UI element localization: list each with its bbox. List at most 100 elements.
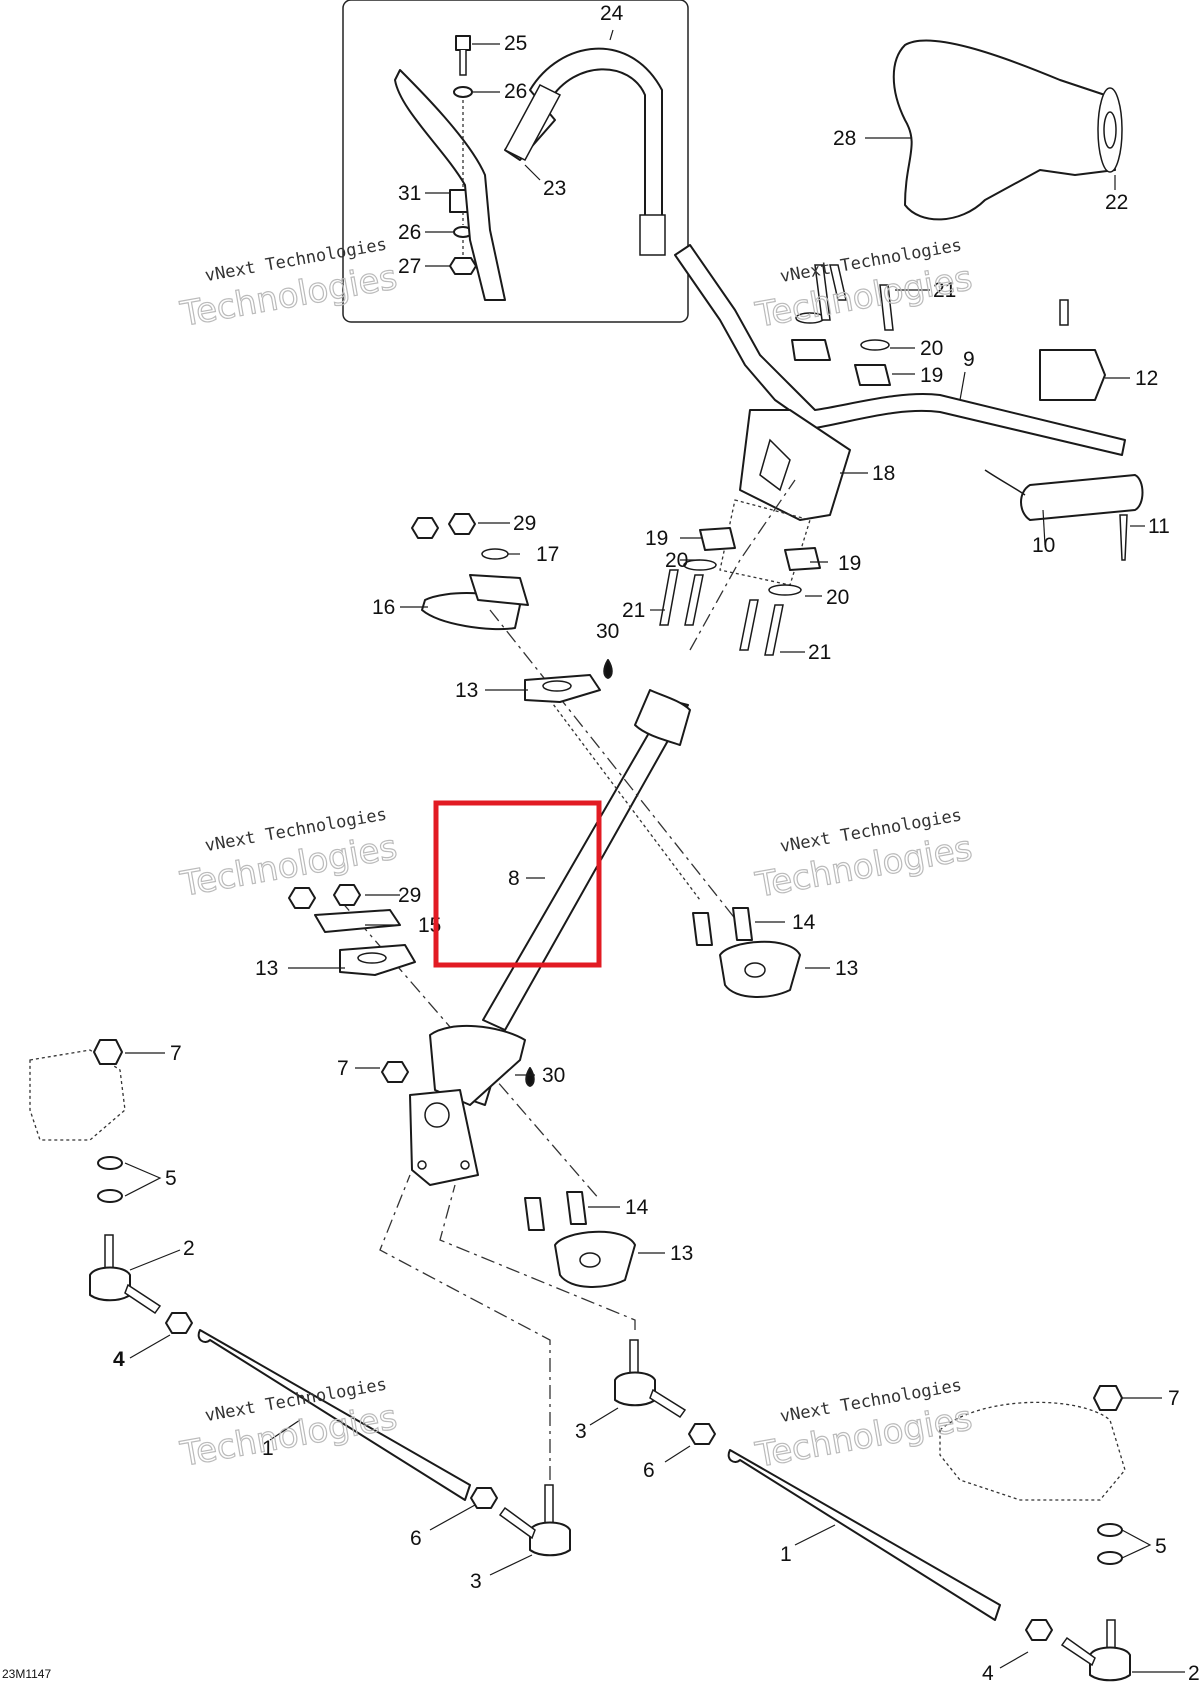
bushing-part[interactable] xyxy=(524,1197,545,1231)
callout-1: 1 xyxy=(780,1543,792,1566)
callout-30: 30 xyxy=(542,1064,565,1087)
callout-14: 14 xyxy=(792,911,816,934)
handlebar-pad-part[interactable] xyxy=(892,39,1123,221)
grease-drop-icon xyxy=(525,1067,535,1087)
riser-bracket-part[interactable] xyxy=(719,409,851,586)
callout-21: 21 xyxy=(622,599,645,622)
grab-handle-part[interactable] xyxy=(503,47,666,256)
mounting-bracket-part[interactable] xyxy=(421,574,529,631)
nut-part[interactable] xyxy=(448,513,476,535)
callout-10: 10 xyxy=(1032,534,1055,557)
washer-part[interactable] xyxy=(97,1156,123,1170)
pin-part[interactable] xyxy=(1119,514,1128,561)
callout-23: 23 xyxy=(543,177,566,200)
steering-clamp-part[interactable] xyxy=(339,944,416,976)
callout-24: 24 xyxy=(600,2,624,25)
nut-part[interactable] xyxy=(688,1423,716,1445)
handlebar-part[interactable] xyxy=(674,244,1126,456)
leader-lines xyxy=(124,29,1185,1673)
washer-part[interactable] xyxy=(97,1189,123,1203)
callout-20: 20 xyxy=(920,337,943,360)
callout-28: 28 xyxy=(833,127,856,150)
callout-5: 5 xyxy=(165,1167,177,1190)
callout-6: 6 xyxy=(410,1527,422,1550)
callout-22: 22 xyxy=(1105,191,1128,214)
ball-joint-part[interactable] xyxy=(1060,1619,1131,1682)
callout-17: 17 xyxy=(536,543,559,566)
bushing-part[interactable] xyxy=(566,1191,587,1225)
callout-27: 27 xyxy=(398,255,421,278)
callout-7: 7 xyxy=(1168,1387,1180,1410)
callout-20: 20 xyxy=(665,549,688,572)
callout-1: 1 xyxy=(262,1437,274,1460)
bushing-part[interactable] xyxy=(732,907,753,941)
washer-part[interactable] xyxy=(453,86,473,98)
nut-part[interactable] xyxy=(288,887,316,909)
flange-plate-part[interactable] xyxy=(409,1089,479,1186)
grease-drop-icon xyxy=(603,659,613,679)
diagram-reference-code: 23M1147 xyxy=(2,1667,51,1681)
callout-labels: 24 25 26 23 31 26 27 28 22 21 20 19 9 12… xyxy=(113,2,1200,1684)
nut-part[interactable] xyxy=(1093,1385,1123,1411)
callout-11: 11 xyxy=(1148,515,1170,538)
nut-part[interactable] xyxy=(381,1061,409,1083)
nut-part[interactable] xyxy=(411,517,439,539)
callout-30: 30 xyxy=(596,620,619,643)
tie-rod-part[interactable] xyxy=(727,1449,1001,1621)
callout-21: 21 xyxy=(808,641,831,664)
nut-part[interactable] xyxy=(1025,1619,1053,1641)
callout-26: 26 xyxy=(398,221,421,244)
bushing-part[interactable] xyxy=(692,912,713,946)
nut-part[interactable] xyxy=(449,257,477,275)
nut-part[interactable] xyxy=(93,1039,123,1065)
bolt-part[interactable] xyxy=(455,35,471,76)
callout-13: 13 xyxy=(670,1242,693,1265)
callout-20: 20 xyxy=(826,586,849,609)
callout-2: 2 xyxy=(183,1237,195,1260)
callout-4: 4 xyxy=(982,1662,994,1684)
callout-3: 3 xyxy=(470,1570,482,1593)
washer-part[interactable] xyxy=(1097,1523,1123,1537)
steering-clamp-part[interactable] xyxy=(524,674,601,703)
callout-21: 21 xyxy=(933,279,956,302)
callout-29: 29 xyxy=(513,512,536,535)
callout-25: 25 xyxy=(504,32,527,55)
nut-part[interactable] xyxy=(470,1487,498,1509)
callout-18: 18 xyxy=(872,462,895,485)
nut-part[interactable] xyxy=(333,884,361,906)
riser-clamp-assembly[interactable] xyxy=(791,264,894,386)
grip-part[interactable] xyxy=(984,469,1144,521)
callout-12: 12 xyxy=(1135,367,1158,390)
callout-14: 14 xyxy=(625,1196,649,1219)
tie-rod-end-part[interactable] xyxy=(498,1484,571,1557)
callout-19: 19 xyxy=(645,527,668,550)
callout-5: 5 xyxy=(1155,1535,1167,1558)
callout-13: 13 xyxy=(455,679,478,702)
steering-clamp-part[interactable] xyxy=(719,940,801,998)
washer-part[interactable] xyxy=(1097,1551,1123,1565)
callout-31: 31 xyxy=(398,182,421,205)
plate-part[interactable] xyxy=(314,909,401,933)
ball-joint-part[interactable] xyxy=(89,1234,162,1315)
handlebar-tube-inset xyxy=(394,69,506,301)
part-8-highlight-box xyxy=(433,800,602,968)
callout-19: 19 xyxy=(920,364,943,387)
column-support-bracket[interactable] xyxy=(429,1025,526,1106)
callout-9: 9 xyxy=(963,348,975,371)
callout-2: 2 xyxy=(1188,1662,1200,1684)
callout-13: 13 xyxy=(835,957,858,980)
tie-rod-part[interactable] xyxy=(197,1329,471,1501)
lock-washer-part[interactable] xyxy=(481,548,509,560)
spindle-bracket-right xyxy=(939,1401,1126,1501)
lower-clamp-assembly[interactable] xyxy=(659,527,821,656)
callout-19: 19 xyxy=(838,552,861,575)
callout-4: 4 xyxy=(113,1348,125,1371)
steering-clamp-part[interactable] xyxy=(554,1230,636,1288)
callout-7: 7 xyxy=(170,1042,182,1065)
throttle-housing-part[interactable] xyxy=(1039,299,1106,401)
callout-6: 6 xyxy=(643,1459,655,1482)
tie-rod-end-part[interactable] xyxy=(614,1339,687,1419)
callout-8: 8 xyxy=(508,867,520,890)
nut-part[interactable] xyxy=(165,1312,193,1334)
